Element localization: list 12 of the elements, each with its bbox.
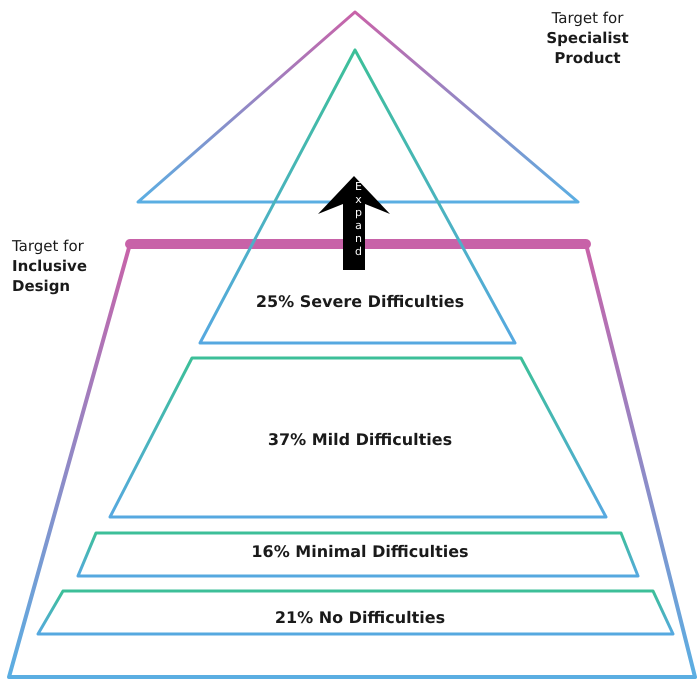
block-arrow: [318, 176, 390, 270]
tier-label: 25% Severe Difficulties: [254, 292, 466, 311]
tier-label: 37% Mild Difficulties: [266, 430, 454, 449]
target-heading: Target for Inclusive Design: [12, 236, 88, 296]
triangle-tier: [198, 48, 518, 346]
tier-label: 21% No Difficulties: [274, 608, 446, 627]
trapezoid-tier: [108, 355, 608, 521]
tier-label: 16% Minimal Difficulties: [250, 542, 470, 561]
target-heading: Target for Specialist Product: [545, 8, 630, 68]
trapezoid-tier: [76, 531, 640, 578]
trapezoid-tier: [36, 589, 676, 636]
edge-label: Expand: [351, 180, 365, 258]
